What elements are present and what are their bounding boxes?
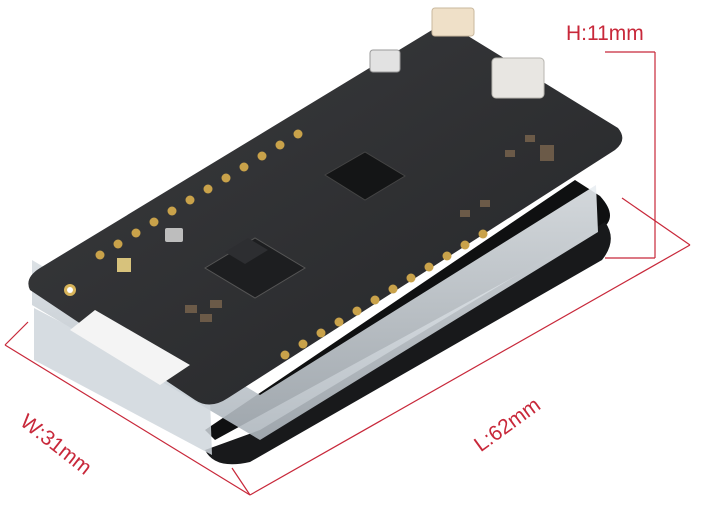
pin-header-right [280, 229, 488, 360]
ipex-antenna-connector [117, 258, 131, 272]
glass-front-edge [34, 308, 212, 455]
cert-label [70, 310, 190, 385]
esp-logo-area [225, 238, 268, 264]
usb-button [369, 49, 401, 73]
crystal [165, 228, 183, 242]
pcb-board [28, 25, 623, 405]
jst-connector-side [491, 57, 545, 99]
pin-header-left [95, 129, 303, 260]
dimension-lines [4, 51, 691, 496]
flash-chip [324, 151, 406, 201]
height-dimension-label: H:11mm [566, 22, 644, 45]
mount-hole-inner [67, 287, 73, 293]
jst-connector-top [431, 7, 475, 37]
smd-components [185, 135, 554, 322]
